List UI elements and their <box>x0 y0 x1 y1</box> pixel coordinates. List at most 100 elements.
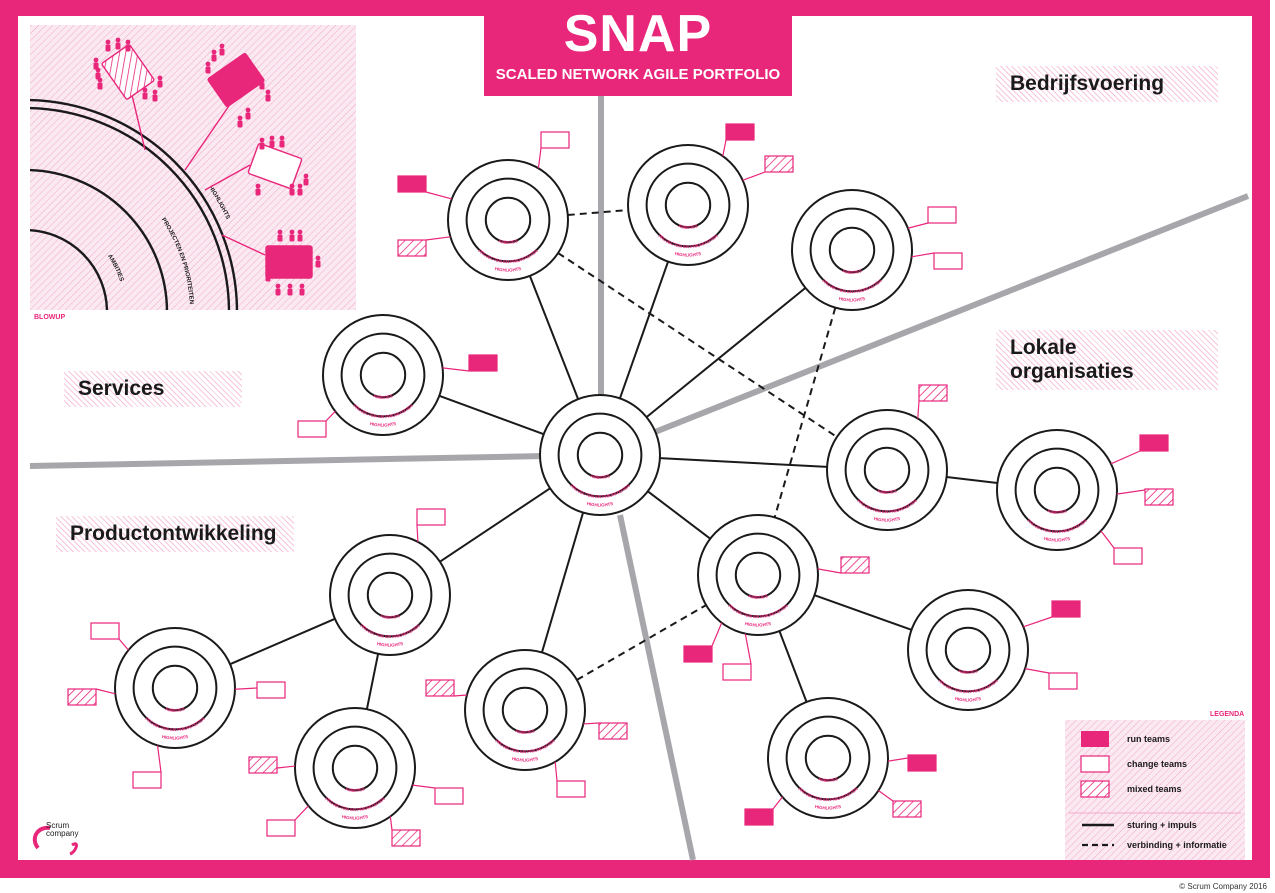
person-icon <box>269 135 275 148</box>
box-connector-28 <box>744 633 752 665</box>
person-icon <box>97 77 103 90</box>
node-inner-ring <box>734 551 782 599</box>
mixed-team-box <box>391 829 421 847</box>
solid-link-1 <box>528 275 580 400</box>
solid-link-5 <box>659 457 828 468</box>
change-team-box <box>132 771 162 789</box>
person-icon <box>219 43 225 56</box>
change-team-box <box>933 252 963 270</box>
person-icon <box>105 39 111 52</box>
person-icon <box>157 75 163 88</box>
person-icon <box>152 89 158 102</box>
mixed-team-box <box>892 800 922 818</box>
blowup-connector-1 <box>131 94 146 151</box>
box-connector-15 <box>118 638 129 651</box>
blowup-connector-2 <box>184 96 236 171</box>
person-icon <box>259 137 265 150</box>
person-icon <box>277 229 283 242</box>
person-icon <box>255 183 261 196</box>
box-connector-19 <box>276 765 296 769</box>
ring-label-inner: AMBITIES <box>379 613 400 620</box>
change-team-box <box>556 780 586 798</box>
ring-label-outer: HIGHLIGHTS <box>341 814 368 821</box>
box-connector-14 <box>416 524 419 542</box>
ring-label-outer: HIGHLIGHTS <box>954 696 981 703</box>
solid-link-10 <box>229 617 336 666</box>
solid-link-7 <box>540 512 585 653</box>
node-inner-ring <box>863 446 911 494</box>
region-label-services: Services <box>64 371 242 407</box>
ring-label-inner: AMBITIES <box>747 593 768 600</box>
blowup-run-team-box-2 <box>265 245 313 279</box>
mixed-team-box <box>840 556 870 574</box>
run-team-box <box>1051 600 1081 618</box>
dashed-link-4 <box>576 604 707 681</box>
blowup-arc-outer2 <box>30 98 239 310</box>
box-connector-31 <box>887 757 909 762</box>
mixed-team-box <box>918 384 948 402</box>
mixed-team-box <box>248 756 278 774</box>
blowup-arc-outer <box>30 106 231 310</box>
box-connector-20 <box>412 784 436 789</box>
box-connector-8 <box>442 367 470 372</box>
solid-link-2 <box>618 261 670 399</box>
run-team-box <box>468 354 498 372</box>
dashed-link-2 <box>557 252 838 438</box>
region-label-bedrijfsvoering: Bedrijfsvoering <box>996 66 1218 102</box>
person-icon <box>287 283 293 296</box>
run-team-box <box>397 175 427 193</box>
change-team-box <box>540 131 570 149</box>
scrum-company-logo: Scrum company <box>34 822 78 838</box>
mixed-team-box <box>764 155 794 173</box>
ring-label-outer: HIGHLIGHTS <box>376 641 403 648</box>
ring-label-outer: HIGHLIGHTS <box>369 421 396 428</box>
mixed-team-box <box>425 679 455 697</box>
run-team-box <box>744 808 774 826</box>
box-connector-3 <box>425 236 451 241</box>
region-label-productontwikkeling: Productontwikkeling <box>56 516 294 552</box>
ring-label-inner: AMBITIES <box>1046 508 1067 515</box>
person-icon <box>279 135 285 148</box>
ring-label-inner: AMBITIES <box>497 238 518 245</box>
mixed-team-box <box>397 239 427 257</box>
change-team-box <box>722 663 752 681</box>
legend-solid-label: sturing + impuls <box>1127 820 1197 830</box>
person-icon <box>297 183 303 196</box>
dashed-link-3 <box>773 307 837 518</box>
ring-label-outer: HIGHLIGHTS <box>674 251 701 258</box>
blowup-connector-3 <box>204 164 251 191</box>
ring-label-inner: AMBITIES <box>677 223 698 230</box>
box-connector-33 <box>772 796 783 810</box>
mixed-team-box <box>598 722 628 740</box>
person-icon <box>303 173 309 186</box>
copyright: © Scrum Company 2016 <box>1179 882 1267 891</box>
change-team-box <box>434 787 464 805</box>
ring-label-inner: AMBITIES <box>957 668 978 675</box>
box-connector-32 <box>878 790 894 802</box>
box-connector-6 <box>907 222 929 229</box>
ring-label-outer: HIGHLIGHTS <box>744 621 771 628</box>
person-icon <box>259 77 265 90</box>
node-inner-ring <box>359 351 407 399</box>
ring-label-outer: HIGHLIGHTS <box>838 296 865 303</box>
node-inner-ring <box>576 431 624 479</box>
change-team-box <box>297 420 327 438</box>
divider-line-4 <box>653 193 1250 435</box>
legend-change-label: change teams <box>1127 759 1188 769</box>
solid-link-9 <box>946 476 998 484</box>
ring-label-inner: AMBITIES <box>817 776 838 783</box>
ring-label-outer: HIGHLIGHTS <box>586 501 613 508</box>
change-team-box <box>90 622 120 640</box>
change-team-box <box>1113 547 1143 565</box>
person-icon <box>315 255 321 268</box>
node-inner-ring <box>944 626 992 674</box>
node-inner-ring <box>484 196 532 244</box>
